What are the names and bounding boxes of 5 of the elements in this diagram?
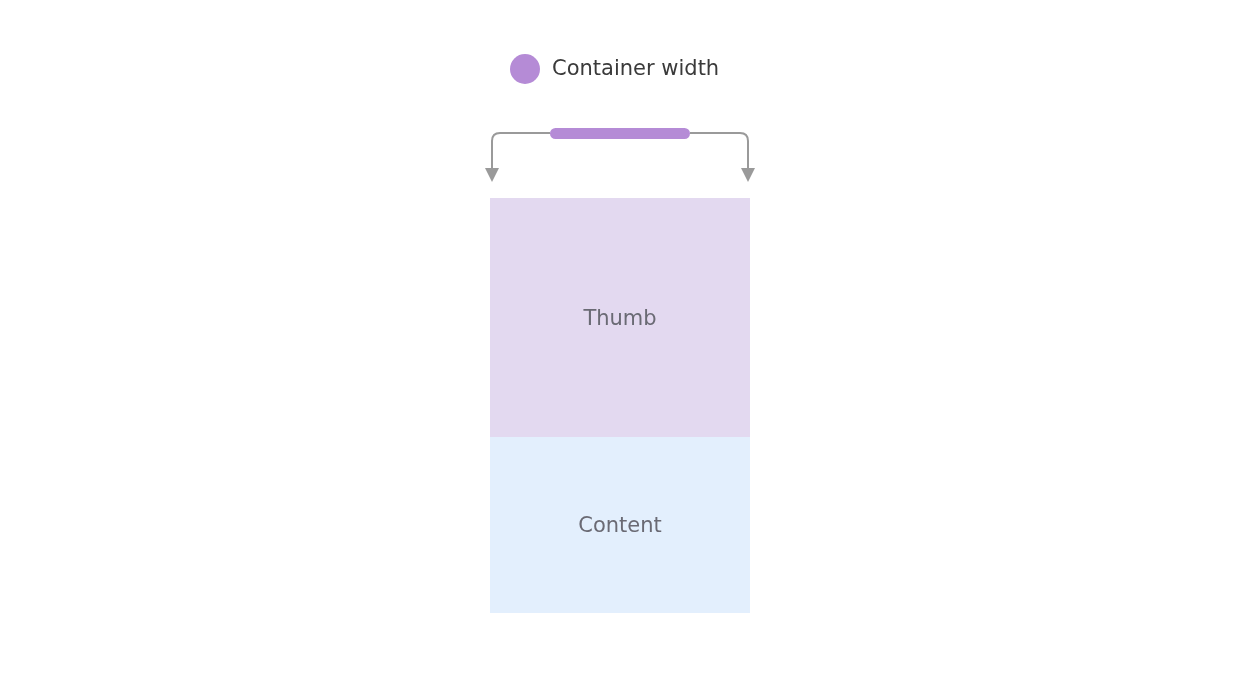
thumb-box [490, 198, 750, 437]
box-label: Thumb [583, 305, 657, 330]
legend-label: Container width [552, 56, 720, 80]
box-label: Content [578, 513, 662, 537]
content-box [490, 437, 750, 613]
